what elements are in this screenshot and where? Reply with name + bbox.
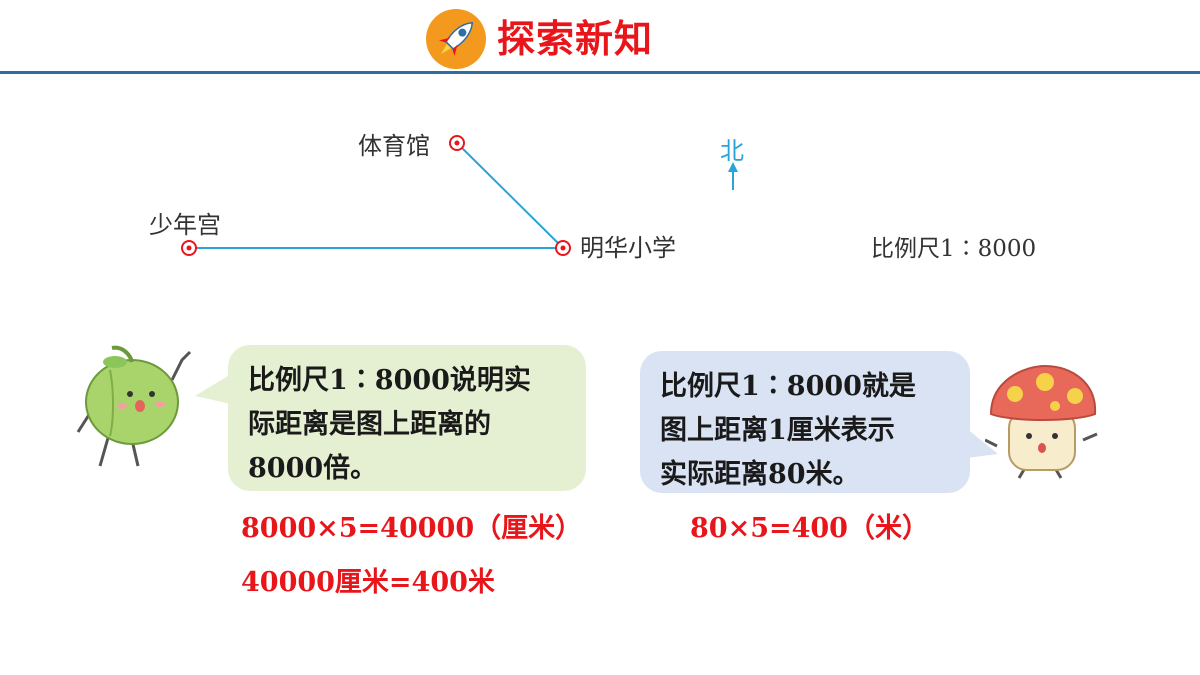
right-bubble-tail <box>966 428 998 458</box>
page-title: 探索新知 <box>497 17 654 61</box>
right-bubble-line: 实际距离80米。 <box>660 459 860 490</box>
mushroom-character <box>985 364 1098 479</box>
right-bubble-line: 比例尺1∶8000就是 <box>660 371 916 402</box>
gym-to-school-line <box>456 142 564 249</box>
gym-marker <box>449 135 465 151</box>
scale-label: 比例尺1∶8000 <box>871 236 1037 262</box>
north-label: 北 <box>720 137 744 165</box>
left-bubble-line: 际距离是图上距离的 <box>248 409 491 440</box>
north-arrow-icon <box>728 162 738 190</box>
youth-palace-label: 少年宫 <box>149 211 221 239</box>
left-bubble-tail <box>195 374 231 404</box>
calc-right-line1: 80×5=400（米） <box>690 513 929 544</box>
rocket-icon <box>426 9 486 69</box>
left-speech-bubble: 比例尺1∶8000说明实 际距离是图上距离的 8000倍。 <box>228 345 586 491</box>
right-speech-bubble: 比例尺1∶8000就是 图上距离1厘米表示 实际距离80米。 <box>640 351 970 493</box>
left-bubble-line: 比例尺1∶8000说明实 <box>248 365 531 396</box>
youth-palace-marker <box>181 240 197 256</box>
calc-left-line1: 8000×5=40000（厘米） <box>241 513 583 544</box>
school-marker <box>555 240 571 256</box>
map-diagram <box>181 135 738 256</box>
right-bubble-line: 图上距离1厘米表示 <box>660 415 895 446</box>
school-label: 明华小学 <box>580 234 676 262</box>
gym-label: 体育馆 <box>358 132 430 160</box>
calc-left-line2: 40000厘米=400米 <box>241 567 495 598</box>
green-pepper-character <box>76 345 192 467</box>
header-divider <box>0 71 1200 74</box>
left-bubble-line: 8000倍。 <box>248 453 378 484</box>
